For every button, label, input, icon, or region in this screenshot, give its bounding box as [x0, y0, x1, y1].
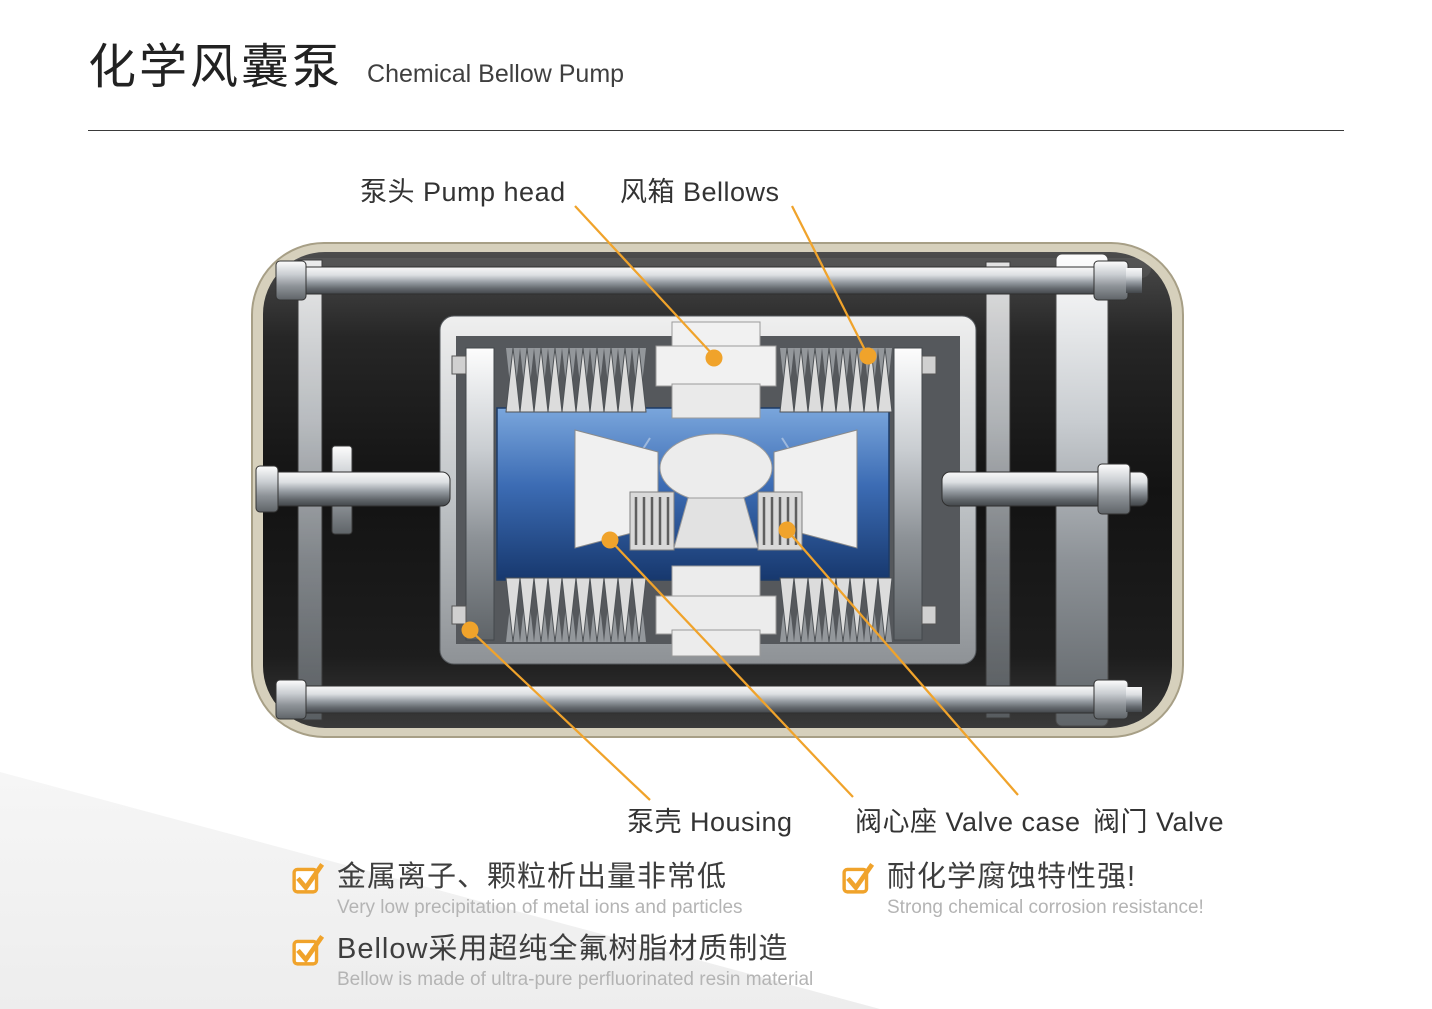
- tie-rod-top: [282, 266, 1132, 295]
- callout-dot-bellows: [859, 347, 877, 365]
- bellows-bottom-right: [779, 577, 893, 643]
- feature-text: 金属离子、颗粒析出量非常低 Very low precipitation of …: [337, 860, 743, 919]
- tie-rod-top-nut-right: [1093, 260, 1129, 301]
- callout-dot-valve-case: [601, 531, 619, 549]
- header: 化学风囊泵 Chemical Bellow Pump: [88, 41, 625, 95]
- page-title: 化学风囊泵: [88, 41, 344, 94]
- bellows-flange-right: [893, 347, 923, 641]
- check-icon: [842, 862, 875, 894]
- pump-bottom-part: [655, 565, 777, 657]
- shaft-nut-right: [1097, 463, 1131, 515]
- callout-dots: [461, 347, 877, 639]
- callout-valve: 阀门 Valve: [1093, 807, 1225, 837]
- tie-rod-bottom-stub: [1126, 687, 1142, 712]
- flange-bolt: [921, 355, 937, 375]
- bellows-flange-left: [465, 347, 495, 641]
- feature-item-metal-ions: 金属离子、颗粒析出量非常低 Very low precipitation of …: [292, 860, 743, 919]
- feature-subtitle: Strong chemical corrosion resistance!: [887, 897, 1204, 918]
- tie-rod-bottom-nut-left: [275, 679, 307, 720]
- center-seat: [673, 497, 759, 549]
- feature-title: Bellow采用超纯全氟树脂材质制造: [337, 933, 789, 965]
- pump-head-part: [655, 321, 777, 419]
- shaft-bolt-left: [255, 465, 279, 513]
- callout-dot-valve: [778, 521, 796, 539]
- header-divider: [88, 130, 1344, 131]
- valve-case-left: [629, 491, 675, 551]
- callout-line-valve-case: [609, 539, 854, 798]
- callout-valve-case: 阀心座 Valve case: [855, 807, 1081, 837]
- feature-title: 金属离子、颗粒析出量非常低: [337, 861, 728, 893]
- feature-subtitle: Very low precipitation of metal ions and…: [337, 897, 743, 918]
- feature-title: 耐化学腐蚀特性强!: [887, 861, 1137, 893]
- bellows-top-right: [779, 347, 893, 413]
- callout-housing: 泵壳 Housing: [627, 807, 793, 837]
- feature-subtitle: Bellow is made of ultra-pure perfluorina…: [337, 969, 814, 990]
- tie-rod-top-stub: [1126, 268, 1142, 293]
- feature-item-bellow-material: Bellow采用超纯全氟树脂材质制造 Bellow is made of ult…: [292, 932, 813, 991]
- feature-item-corrosion: 耐化学腐蚀特性强! Strong chemical corrosion resi…: [842, 860, 1204, 919]
- flange-bolt: [921, 605, 937, 625]
- tie-rod-bottom: [282, 685, 1132, 714]
- callout-bellows: 风箱 Bellows: [620, 177, 780, 207]
- callout-lines: [469, 205, 1019, 801]
- bellows-top-left: [505, 347, 647, 413]
- shaft-right: [941, 471, 1149, 507]
- flange-bolt: [451, 605, 467, 625]
- check-icon: [292, 862, 325, 894]
- shaft-left: [261, 471, 451, 507]
- feature-text: 耐化学腐蚀特性强! Strong chemical corrosion resi…: [887, 860, 1204, 919]
- callout-dot-pump-head: [705, 349, 723, 367]
- callout-pump-head: 泵头 Pump head: [360, 177, 566, 207]
- bellows-bottom-left: [505, 577, 647, 643]
- callout-line-housing: [469, 629, 651, 801]
- flange-bolt: [451, 355, 467, 375]
- feature-text: Bellow采用超纯全氟树脂材质制造 Bellow is made of ult…: [337, 932, 813, 991]
- tie-rod-bottom-nut-right: [1093, 679, 1129, 720]
- tie-rod-top-nut-left: [275, 260, 307, 301]
- callout-line-pump-head: [574, 205, 715, 357]
- page-subtitle: Chemical Bellow Pump: [367, 59, 625, 88]
- callout-line-valve: [786, 529, 1019, 796]
- center-dome: [659, 433, 773, 503]
- callout-dot-housing: [461, 621, 479, 639]
- check-icon: [292, 934, 325, 966]
- callout-line-bellows: [790, 205, 869, 355]
